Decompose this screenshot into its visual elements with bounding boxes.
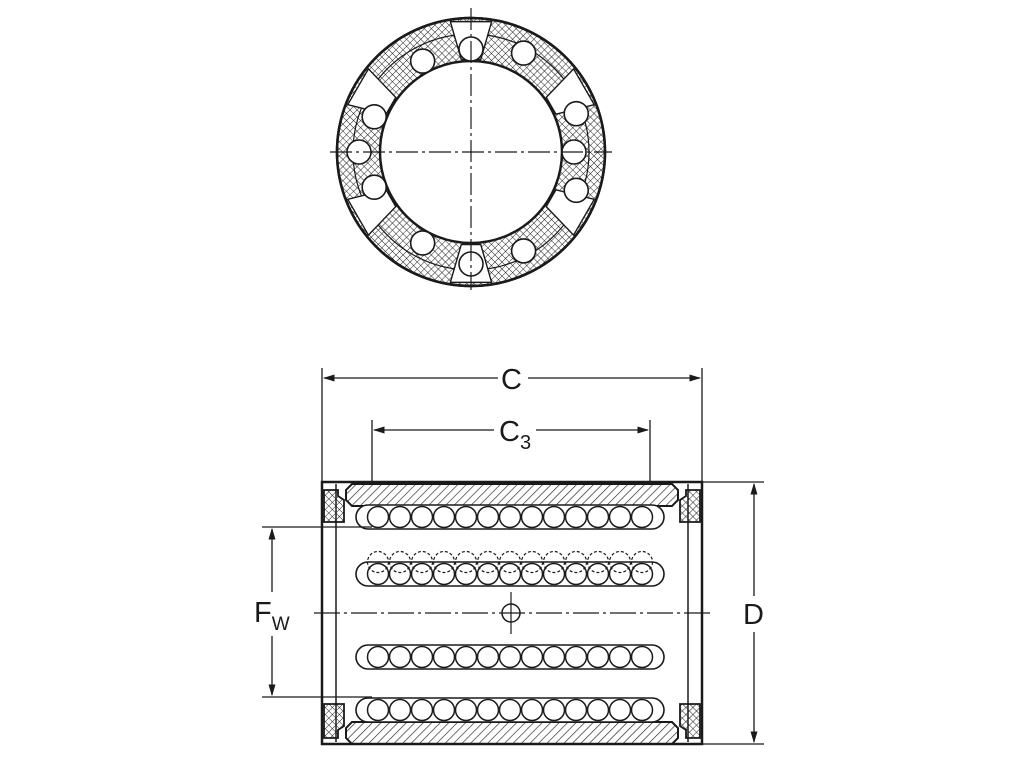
ball	[586, 505, 610, 529]
ball	[454, 698, 478, 722]
ball	[520, 505, 544, 529]
cage-slot	[346, 189, 397, 237]
hidden-ball	[366, 550, 390, 574]
ball	[498, 645, 522, 669]
hidden-ball	[564, 550, 588, 574]
ball	[608, 698, 632, 722]
ball	[564, 698, 588, 722]
ball	[454, 562, 478, 586]
dimension-c	[321, 368, 703, 482]
cage-slot	[346, 67, 397, 115]
ball	[630, 562, 654, 586]
ball	[542, 562, 566, 586]
hidden-ball	[476, 550, 500, 574]
sleeve-bottom-wall	[345, 721, 679, 745]
ball	[608, 645, 632, 669]
cross-section-view	[330, 8, 612, 290]
hidden-ball	[542, 550, 566, 574]
ball	[409, 230, 436, 256]
ball	[476, 505, 500, 529]
ball	[454, 505, 478, 529]
ball	[366, 505, 390, 529]
ball	[564, 562, 588, 586]
ball	[432, 505, 456, 529]
ball	[409, 48, 436, 74]
ball	[586, 645, 610, 669]
ball	[498, 698, 522, 722]
dimension-d	[702, 481, 764, 745]
ball	[542, 505, 566, 529]
ball	[366, 645, 390, 669]
ball	[510, 238, 537, 264]
ball	[432, 562, 456, 586]
dimension-d-label: D	[743, 599, 764, 631]
ball	[563, 100, 590, 127]
ball	[388, 698, 412, 722]
ball	[563, 177, 590, 204]
ball	[586, 698, 610, 722]
ball	[454, 645, 478, 669]
dimension-fw	[262, 526, 372, 698]
ball	[564, 505, 588, 529]
ball	[410, 645, 434, 669]
ball	[388, 562, 412, 586]
sleeve-top-wall	[345, 483, 679, 507]
dimension-c3	[371, 420, 651, 484]
hidden-ball	[432, 550, 456, 574]
ball	[510, 40, 537, 66]
hidden-ball	[520, 550, 544, 574]
ball	[564, 645, 588, 669]
ball	[388, 505, 412, 529]
hidden-ball	[410, 550, 434, 574]
dimension-fw-label: FW	[254, 597, 290, 635]
dimension-c3-label: C3	[499, 416, 531, 454]
ball	[476, 698, 500, 722]
center-mark	[501, 603, 521, 623]
ball	[432, 645, 456, 669]
ball	[498, 505, 522, 529]
ball	[608, 562, 632, 586]
hidden-ball	[498, 550, 522, 574]
ball	[630, 698, 654, 722]
ball	[410, 562, 434, 586]
ball	[608, 505, 632, 529]
ball	[476, 645, 500, 669]
ball	[520, 562, 544, 586]
ball	[630, 505, 654, 529]
ball	[410, 505, 434, 529]
ball	[520, 645, 544, 669]
ball	[432, 698, 456, 722]
ball	[520, 698, 544, 722]
cross-section-balls	[346, 36, 590, 277]
dimension-c-label: C	[501, 364, 522, 396]
ball	[498, 562, 522, 586]
ball	[542, 645, 566, 669]
ball	[361, 174, 388, 201]
ball	[410, 698, 434, 722]
end-seals	[323, 489, 701, 739]
ball-tracks	[355, 504, 665, 723]
ball	[361, 103, 388, 130]
hidden-ball	[586, 550, 610, 574]
hidden-ball	[388, 550, 412, 574]
ball	[542, 698, 566, 722]
ball	[366, 698, 390, 722]
ball	[586, 562, 610, 586]
ball	[388, 645, 412, 669]
ball	[476, 562, 500, 586]
hidden-ball	[454, 550, 478, 574]
hidden-ball	[608, 550, 632, 574]
hidden-ball	[630, 550, 654, 574]
longitudinal-view	[314, 480, 712, 746]
ball	[366, 562, 390, 586]
ball	[630, 645, 654, 669]
